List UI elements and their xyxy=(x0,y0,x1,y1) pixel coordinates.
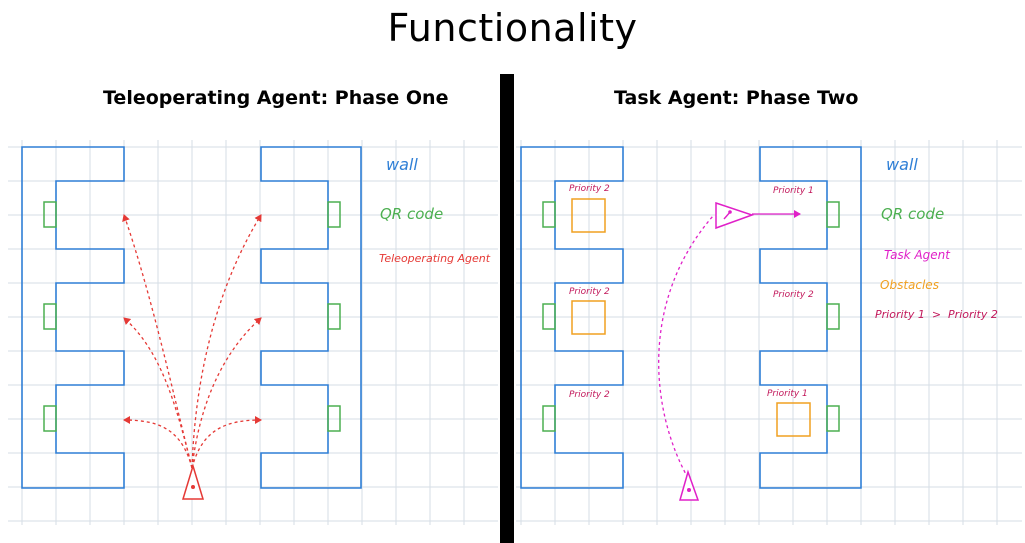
right-wall-west xyxy=(520,146,624,489)
legend-obstacles-label: Obstacles xyxy=(880,278,939,292)
obstacle-box xyxy=(571,300,606,335)
qr-code xyxy=(327,303,341,330)
page-title: Functionality xyxy=(387,6,638,50)
grid-right xyxy=(516,140,1022,525)
teleop-agent-marker xyxy=(181,463,205,500)
legend-qr-label: QR code xyxy=(380,205,443,223)
path-arrow xyxy=(191,214,262,469)
legend-qr-label-right: QR code xyxy=(881,205,944,223)
legend-wall-label-right: wall xyxy=(886,155,918,174)
qr-code xyxy=(43,201,57,228)
obstacle-box xyxy=(571,198,606,233)
left-wall-west xyxy=(21,146,125,489)
qr-code xyxy=(542,405,556,432)
phase-one-heading: Teleoperating Agent: Phase One xyxy=(103,87,449,109)
legend-wall-label: wall xyxy=(386,155,418,174)
qr-code xyxy=(826,201,840,228)
legend-priority-rule: Priority 1 > Priority 2 xyxy=(875,308,998,321)
legend-agent-label: Teleoperating Agent xyxy=(379,252,491,265)
qr-code xyxy=(826,303,840,330)
left-qr-codes xyxy=(43,201,341,432)
grid-left xyxy=(8,140,498,525)
obstacle-box xyxy=(776,402,811,437)
panel-divider xyxy=(500,74,514,543)
shelf-label: Priority 2 xyxy=(569,287,610,297)
obstacles xyxy=(571,198,811,437)
teleop-paths xyxy=(122,214,262,469)
task-path xyxy=(658,215,714,479)
shelf-label: Priority 2 xyxy=(569,184,610,194)
shelf-label: Priority 1 xyxy=(773,186,814,196)
right-qr-codes xyxy=(542,201,840,432)
shelf-label: Priority 1 xyxy=(767,389,808,399)
qr-code xyxy=(542,201,556,228)
shelf-label: Priority 2 xyxy=(569,390,610,400)
phase-two-heading: Task Agent: Phase Two xyxy=(614,87,859,109)
task-agent-marker-active xyxy=(715,201,755,230)
shelf-label: Priority 2 xyxy=(773,290,814,300)
qr-code xyxy=(542,303,556,330)
qr-code xyxy=(327,405,341,432)
task-agent-marker-start xyxy=(679,469,700,501)
qr-code xyxy=(826,405,840,432)
legend-task-agent-label: Task Agent xyxy=(884,248,951,262)
path-arrow xyxy=(123,317,193,469)
path-arrow xyxy=(191,317,262,469)
qr-code xyxy=(43,303,57,330)
qr-code xyxy=(43,405,57,432)
qr-code xyxy=(327,201,341,228)
